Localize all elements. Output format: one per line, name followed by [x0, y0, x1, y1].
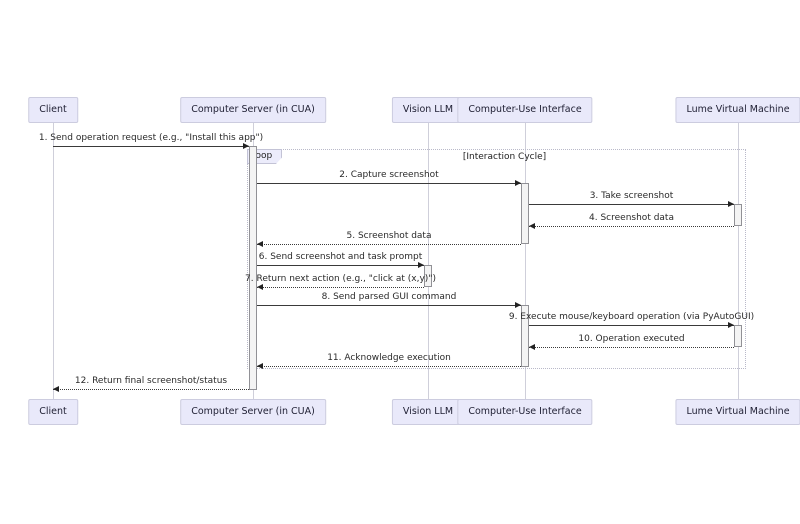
lifeline-vision-llm: [428, 123, 429, 400]
participant-computer-use-interface-bottom: Computer-Use Interface: [457, 399, 593, 425]
arrowhead-4: [529, 223, 535, 229]
arrowhead-2: [515, 180, 521, 186]
message-arrow-6: [257, 265, 424, 266]
message-label-2: 2. Capture screenshot: [339, 170, 439, 180]
arrowhead-6: [418, 262, 424, 268]
message-label-7: 7. Return next action (e.g., "click at (…: [245, 274, 436, 284]
arrowhead-3: [728, 201, 734, 207]
message-label-3: 3. Take screenshot: [589, 191, 674, 201]
activation-bar-computer-use-interface-1: [521, 183, 529, 244]
activation-bar-computer-use-interface-4: [521, 305, 529, 367]
message-label-9: 9. Execute mouse/keyboard operation (via…: [508, 312, 755, 322]
arrowhead-5: [257, 241, 263, 247]
message-arrow-2: [257, 183, 521, 184]
activation-bar-computer-server-0: [249, 146, 257, 390]
activation-bar-lume-vm-5: [734, 325, 742, 347]
participant-client-top: Client: [28, 97, 78, 123]
participant-client-bottom: Client: [28, 399, 78, 425]
message-arrow-3: [529, 204, 734, 205]
message-label-10: 10. Operation executed: [578, 334, 685, 344]
participant-computer-use-interface-top: Computer-Use Interface: [457, 97, 593, 123]
message-label-5: 5. Screenshot data: [346, 231, 432, 241]
loop-frame: [247, 149, 746, 369]
arrowhead-7: [257, 284, 263, 290]
participant-lume-vm-top: Lume Virtual Machine: [675, 97, 800, 123]
message-label-1: 1. Send operation request (e.g., "Instal…: [38, 133, 264, 143]
arrowhead-9: [728, 322, 734, 328]
message-arrow-10: [529, 347, 734, 348]
message-arrow-1: [53, 146, 249, 147]
message-arrow-12: [53, 389, 249, 390]
message-arrow-9: [529, 325, 734, 326]
arrowhead-1: [243, 143, 249, 149]
message-arrow-5: [257, 244, 521, 245]
message-arrow-7: [257, 287, 424, 288]
arrowhead-12: [53, 386, 59, 392]
message-arrow-11: [257, 366, 521, 367]
lifeline-lume-vm: [738, 123, 739, 400]
activation-bar-lume-vm-2: [734, 204, 742, 226]
message-label-11: 11. Acknowledge execution: [327, 353, 451, 363]
arrowhead-8: [515, 302, 521, 308]
participant-vision-llm-top: Vision LLM: [391, 97, 465, 123]
message-label-4: 4. Screenshot data: [589, 213, 674, 223]
message-label-8: 8. Send parsed GUI command: [321, 292, 457, 302]
arrowhead-10: [529, 344, 535, 350]
participant-computer-server-bottom: Computer Server (in CUA): [180, 399, 326, 425]
lifeline-client: [53, 123, 54, 400]
message-arrow-4: [529, 226, 734, 227]
activation-bar-vision-llm-3: [424, 265, 432, 287]
participant-computer-server-top: Computer Server (in CUA): [180, 97, 326, 123]
message-label-12: 12. Return final screenshot/status: [74, 376, 228, 386]
participant-lume-vm-bottom: Lume Virtual Machine: [675, 399, 800, 425]
arrowhead-11: [257, 363, 263, 369]
message-label-6: 6. Send screenshot and task prompt: [258, 252, 423, 262]
lifeline-computer-use-interface: [525, 123, 526, 400]
participant-vision-llm-bottom: Vision LLM: [391, 399, 465, 425]
loop-condition-label: [Interaction Cycle]: [462, 152, 547, 162]
message-arrow-8: [257, 305, 521, 306]
